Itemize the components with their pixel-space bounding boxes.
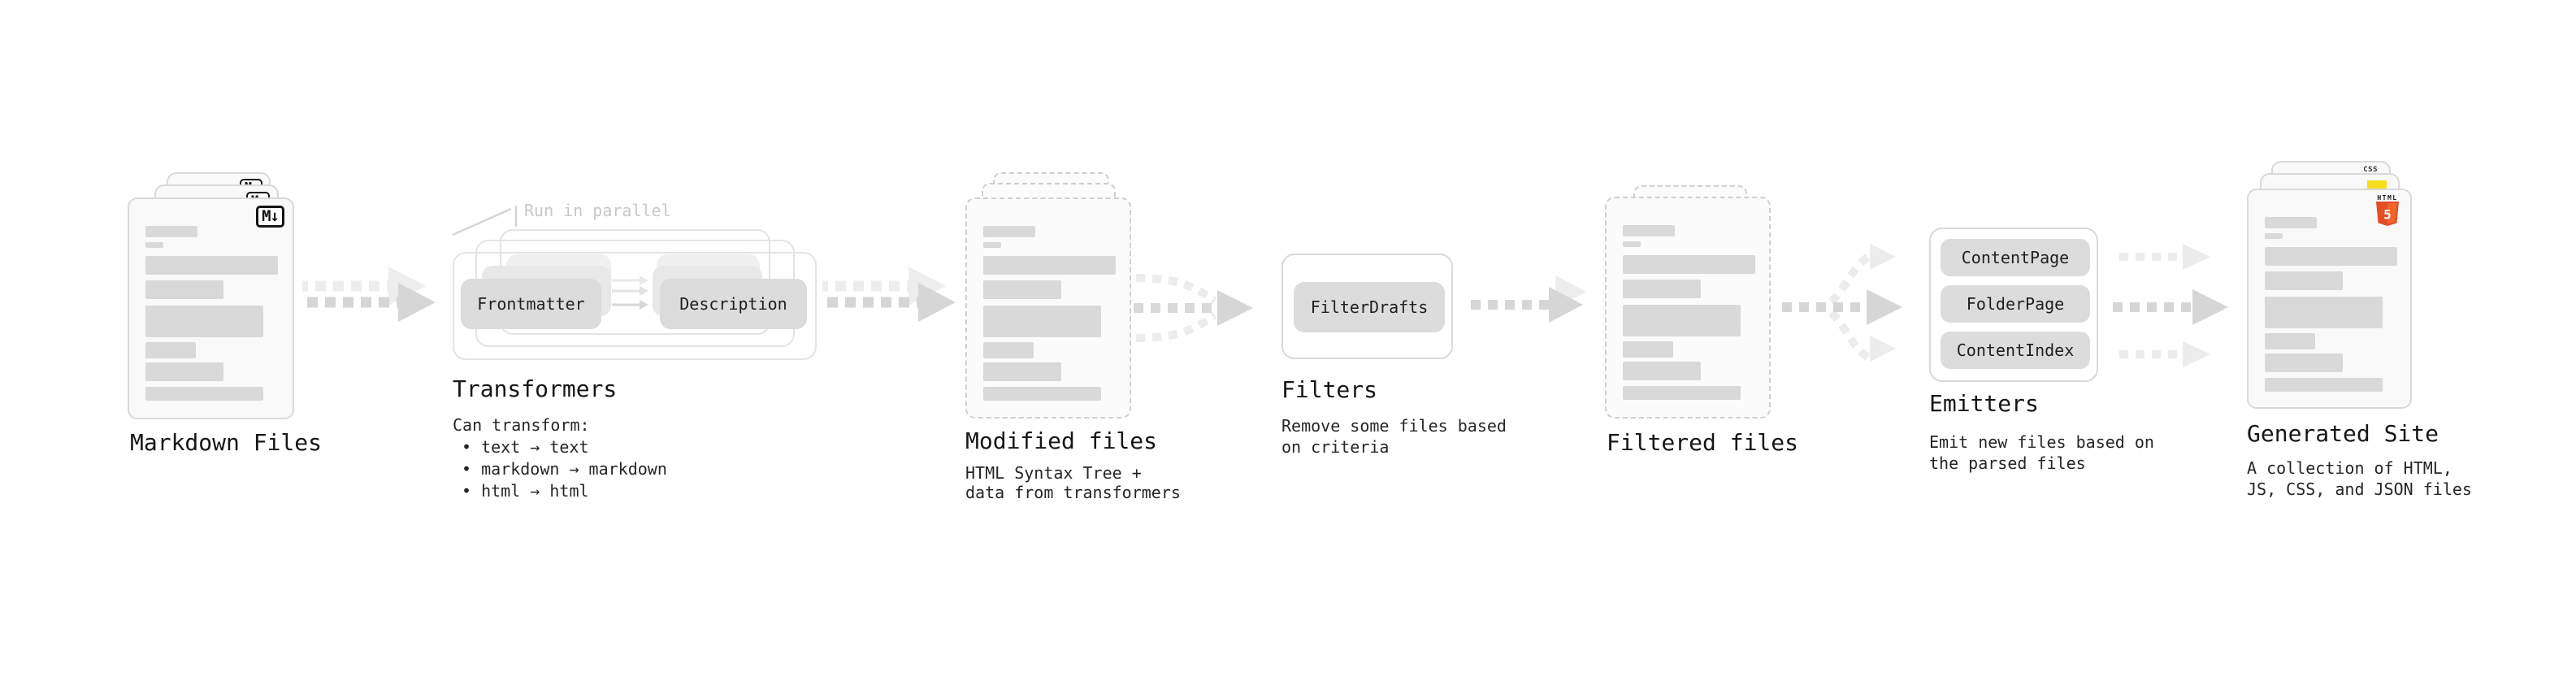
generated-site-desc: A collection of HTML, (2247, 458, 2452, 478)
placeholder-bar (2265, 233, 2283, 239)
transformers-title: Transformers (453, 375, 618, 402)
markdown-file-card: M↓ (128, 197, 294, 419)
placeholder-bar (145, 306, 263, 337)
placeholder-bar (983, 256, 1116, 275)
placeholder-bar (983, 226, 1035, 237)
placeholder-bar (2265, 247, 2397, 266)
filtered-files-title: Filtered files (1607, 429, 1799, 456)
emitters-desc: Emit new files based on (1929, 432, 2154, 452)
markdown-icon: M↓ (256, 206, 284, 228)
placeholder-bar (1623, 241, 1641, 247)
stage-markdown-files: M↓ M↓ M↓ (128, 172, 294, 420)
placeholder-bar (1623, 362, 1701, 380)
placeholder-bar (2265, 271, 2343, 290)
placeholder-bar (145, 256, 278, 275)
transformer-frame-front (453, 252, 817, 360)
transformers-bullet: • text → text (462, 437, 589, 457)
emitters-title: Emitters (1929, 390, 2039, 417)
filtered-file-card (1605, 197, 1771, 419)
stage-filtered-files (1605, 172, 1772, 420)
placeholder-bar (1623, 280, 1701, 298)
flow-arrow-modified-to-filters (1134, 274, 1253, 342)
filters-title: Filters (1281, 376, 1378, 403)
placeholder-bar (2265, 297, 2383, 328)
filters-desc: on criteria (1281, 437, 1390, 457)
placeholder-bar (145, 387, 263, 401)
placeholder-bar (145, 280, 223, 299)
run-in-parallel-label: Run in parallel (524, 201, 671, 220)
transformers-bullet: • markdown → markdown (462, 459, 667, 479)
filterdrafts-pill: FilterDrafts (1294, 282, 1445, 332)
placeholder-bar (145, 362, 223, 381)
modified-files-desc: HTML Syntax Tree + (965, 463, 1142, 483)
contentpage-pill: ContentPage (1941, 239, 2090, 276)
markdown-files-title: Markdown Files (130, 429, 323, 456)
stage-generated-site: CSS HTML 5 (2247, 161, 2413, 413)
placeholder-bar (983, 362, 1061, 381)
placeholder-bar (2265, 378, 2383, 392)
parallel-arrows-icon (612, 275, 648, 310)
modified-files-desc: data from transformers (965, 483, 1181, 502)
description-pill: Description (660, 279, 807, 329)
flow-arrow-filters-to-filtered (1471, 275, 1586, 323)
placeholder-bar (983, 280, 1061, 299)
filters-box: FilterDrafts (1281, 254, 1453, 359)
modified-file-card (965, 197, 1131, 419)
filters-desc: Remove some files based (1281, 416, 1507, 436)
placeholder-bar (1623, 305, 1741, 336)
placeholder-bar (983, 306, 1101, 337)
placeholder-bar (983, 342, 1034, 358)
frontmatter-pill: Frontmatter (461, 279, 601, 329)
transformers-bullet: • html → html (462, 481, 589, 501)
placeholder-bar (2265, 217, 2317, 228)
generated-site-title: Generated Site (2247, 420, 2439, 447)
placeholder-bar (145, 242, 163, 248)
placeholder-bar (1623, 225, 1675, 236)
flow-arrow-filtered-to-emitters (1782, 244, 1902, 362)
flow-arrow-emitters-to-site (2113, 244, 2228, 367)
html5-icon: HTML 5 (2375, 194, 2400, 229)
placeholder-bar (1623, 255, 1755, 274)
stage-transformers: Frontmatter Description (453, 228, 818, 362)
flow-arrow-transformers-to-modified (822, 267, 956, 322)
stage-modified-files (965, 172, 1132, 420)
site-file-card: HTML 5 (2247, 189, 2412, 409)
callout-leader-line (452, 206, 518, 236)
modified-files-title: Modified files (965, 427, 1158, 454)
transformers-desc-heading: Can transform: (453, 415, 590, 435)
js-badge-icon (2367, 180, 2387, 189)
placeholder-bar (983, 242, 1001, 248)
placeholder-bar (145, 342, 196, 358)
placeholder-bar (1623, 341, 1673, 358)
folderpage-pill: FolderPage (1941, 285, 2090, 323)
generated-site-desc: JS, CSS, and JSON files (2247, 479, 2472, 499)
emitters-box: ContentPage FolderPage ContentIndex (1929, 228, 2098, 382)
placeholder-bar (983, 387, 1101, 401)
placeholder-bar (2265, 354, 2343, 372)
placeholder-bar (145, 226, 197, 237)
flow-arrow-markdown-to-transformers (302, 267, 436, 322)
placeholder-bar (2265, 333, 2315, 349)
svg-text:5: 5 (2383, 207, 2392, 223)
emitters-desc: the parsed files (1929, 453, 2086, 473)
contentindex-pill: ContentIndex (1941, 332, 2090, 369)
placeholder-bar (1623, 386, 1741, 400)
